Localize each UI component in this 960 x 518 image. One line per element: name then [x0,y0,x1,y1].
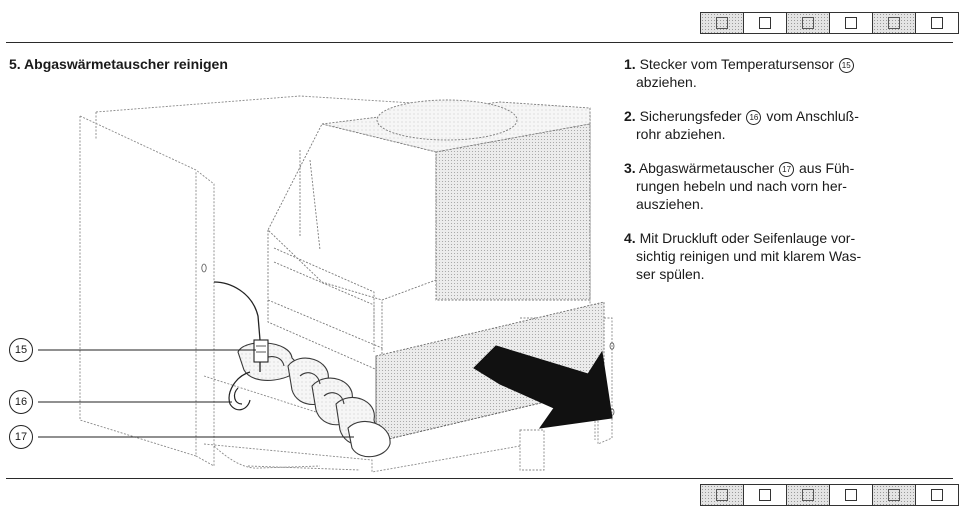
chapter-tab-strip-top [700,12,959,34]
chapter-tab-strip-bottom [700,484,959,506]
step-1: 1. Stecker vom Temperatursensor 15 abzie… [624,55,924,91]
top-circular-port [376,99,518,141]
section-title: 5. Abgaswärmetauscher reinigen [9,56,228,72]
checkbox-square-icon [845,489,857,501]
checkbox-square-icon [888,17,900,29]
heat-exchanger-coil [237,342,391,458]
tab-bottom-6 [916,485,958,505]
checkbox-square-icon [716,17,728,29]
checkbox-square-icon [802,17,814,29]
upper-unit-side-panel [435,123,591,301]
callout-17: 17 [9,425,33,449]
retaining-spring [228,371,251,411]
tab-bottom-3 [787,485,830,505]
callout-16: 16 [9,390,33,414]
ref-callout-16: 16 [746,110,762,125]
sensor-plug [253,339,269,363]
step-4: 4. Mit Druckluft oder Seifenlauge vor- s… [624,230,862,282]
checkbox-square-icon [716,489,728,501]
instruction-steps: 1. Stecker vom Temperatursensor 15 abzie… [624,55,924,283]
tab-top-4 [830,13,873,33]
temperature-sensor [213,281,269,372]
pull-out-direction-arrow [473,345,613,429]
tab-bottom-2 [744,485,787,505]
tab-top-5 [873,13,916,33]
tab-bottom-4 [830,485,873,505]
tab-top-3 [787,13,830,33]
checkbox-square-icon [759,17,771,29]
checkbox-square-icon [931,489,943,501]
footer-rule [6,478,953,479]
step-3: 3. Abgaswärmetauscher 17 aus Füh- rungen… [624,160,855,212]
header-rule [6,42,953,43]
upper-unit-front-panel [267,123,437,301]
left-side-panel [79,115,215,467]
checkbox-square-icon [888,489,900,501]
tab-bottom-1 [701,485,744,505]
checkbox-square-icon [845,17,857,29]
checkbox-square-icon [802,489,814,501]
checkbox-square-icon [759,489,771,501]
step-2: 2. Sicherungsfeder 16 vom Anschluß- rohr… [624,108,859,142]
tab-top-6 [916,13,958,33]
tab-bottom-5 [873,485,916,505]
ref-callout-15: 15 [838,58,854,73]
tab-top-2 [744,13,787,33]
rear-housing-outline [95,95,591,320]
callout-15: 15 [9,338,33,362]
tab-top-1 [701,13,744,33]
checkbox-square-icon [931,17,943,29]
